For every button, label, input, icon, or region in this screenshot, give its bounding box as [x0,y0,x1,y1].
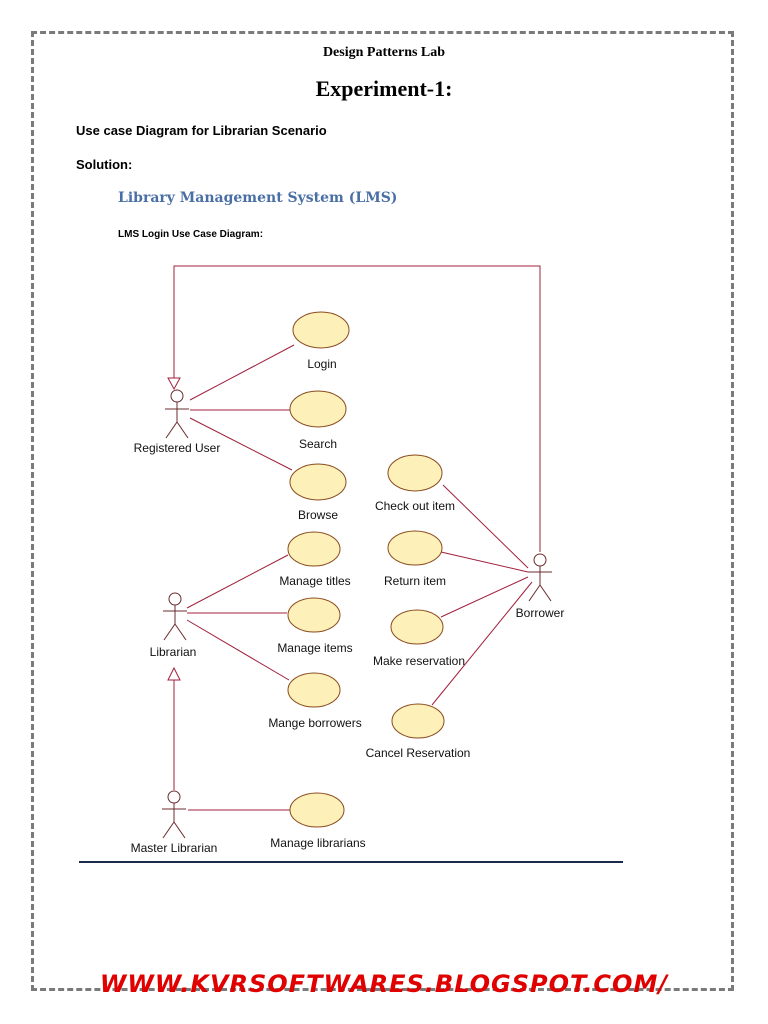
actor-registered-user-icon [165,389,189,439]
generalization-arrowhead [167,377,181,391]
actor-master-librarian-icon [162,790,186,839]
experiment-title: Experiment-1: [315,76,453,101]
assoc-login [189,344,295,401]
label-manage-titles: Manage titles [279,574,350,588]
assoc-cancel-reservation [431,581,533,706]
system-title: Library Management System (LMS) [118,190,398,206]
use-case-make-reservation [390,609,444,645]
label-make-reservation: Make reservation [373,654,465,668]
label-mange-borrowers: Mange borrowers [268,716,361,730]
use-case-mange-borrowers [287,672,341,708]
actor-borrower-icon [528,553,552,602]
label-login: Login [307,357,336,371]
use-case-cancel-reservation [391,703,445,739]
label-manage-items: Manage items [277,641,352,655]
diagram-caption-text: Use case Diagram for Librarian Scenario [76,123,327,138]
footer-url: WWW.KVRSOFTWARES.BLOGSPOT.COM/ [99,970,669,998]
lab-title: Design Patterns Lab [322,45,446,60]
use-case-manage-titles [287,531,341,567]
label-check-out-item: Check out item [375,499,455,513]
assoc-make-reservation [440,576,529,618]
label-registered-user: Registered User [134,441,221,455]
use-case-manage-items [287,597,341,633]
label-search: Search [299,437,337,451]
assoc-check-out-item [442,484,529,569]
generalization-arrowhead-2 [167,666,181,681]
use-case-search [289,390,347,428]
assoc-browse [189,417,293,471]
label-cancel-reservation: Cancel Reservation [366,746,471,760]
label-librarian: Librarian [150,645,197,659]
label-return-item: Return item [384,574,446,588]
solution-label: Solution: [76,157,133,172]
label-borrower: Borrower [516,606,565,620]
page-border [31,31,734,991]
assoc-return-item [440,551,529,573]
label-browse: Browse [298,508,338,522]
generalization-borrower-registered-user [173,265,541,552]
label-manage-librarians: Manage librarians [270,836,365,850]
use-case-diagram-caption: LMS Login Use Case Diagram: [118,229,264,240]
use-case-return-item [387,530,443,566]
use-case-check-out-item [387,454,443,492]
use-case-manage-librarians [289,792,345,828]
actor-librarian-icon [163,592,187,641]
label-master-librarian: Master Librarian [131,841,218,855]
use-case-login [292,311,350,349]
assoc-manage-titles [186,554,289,609]
assoc-mange-borrowers [186,619,290,681]
use-case-browse [289,463,347,501]
